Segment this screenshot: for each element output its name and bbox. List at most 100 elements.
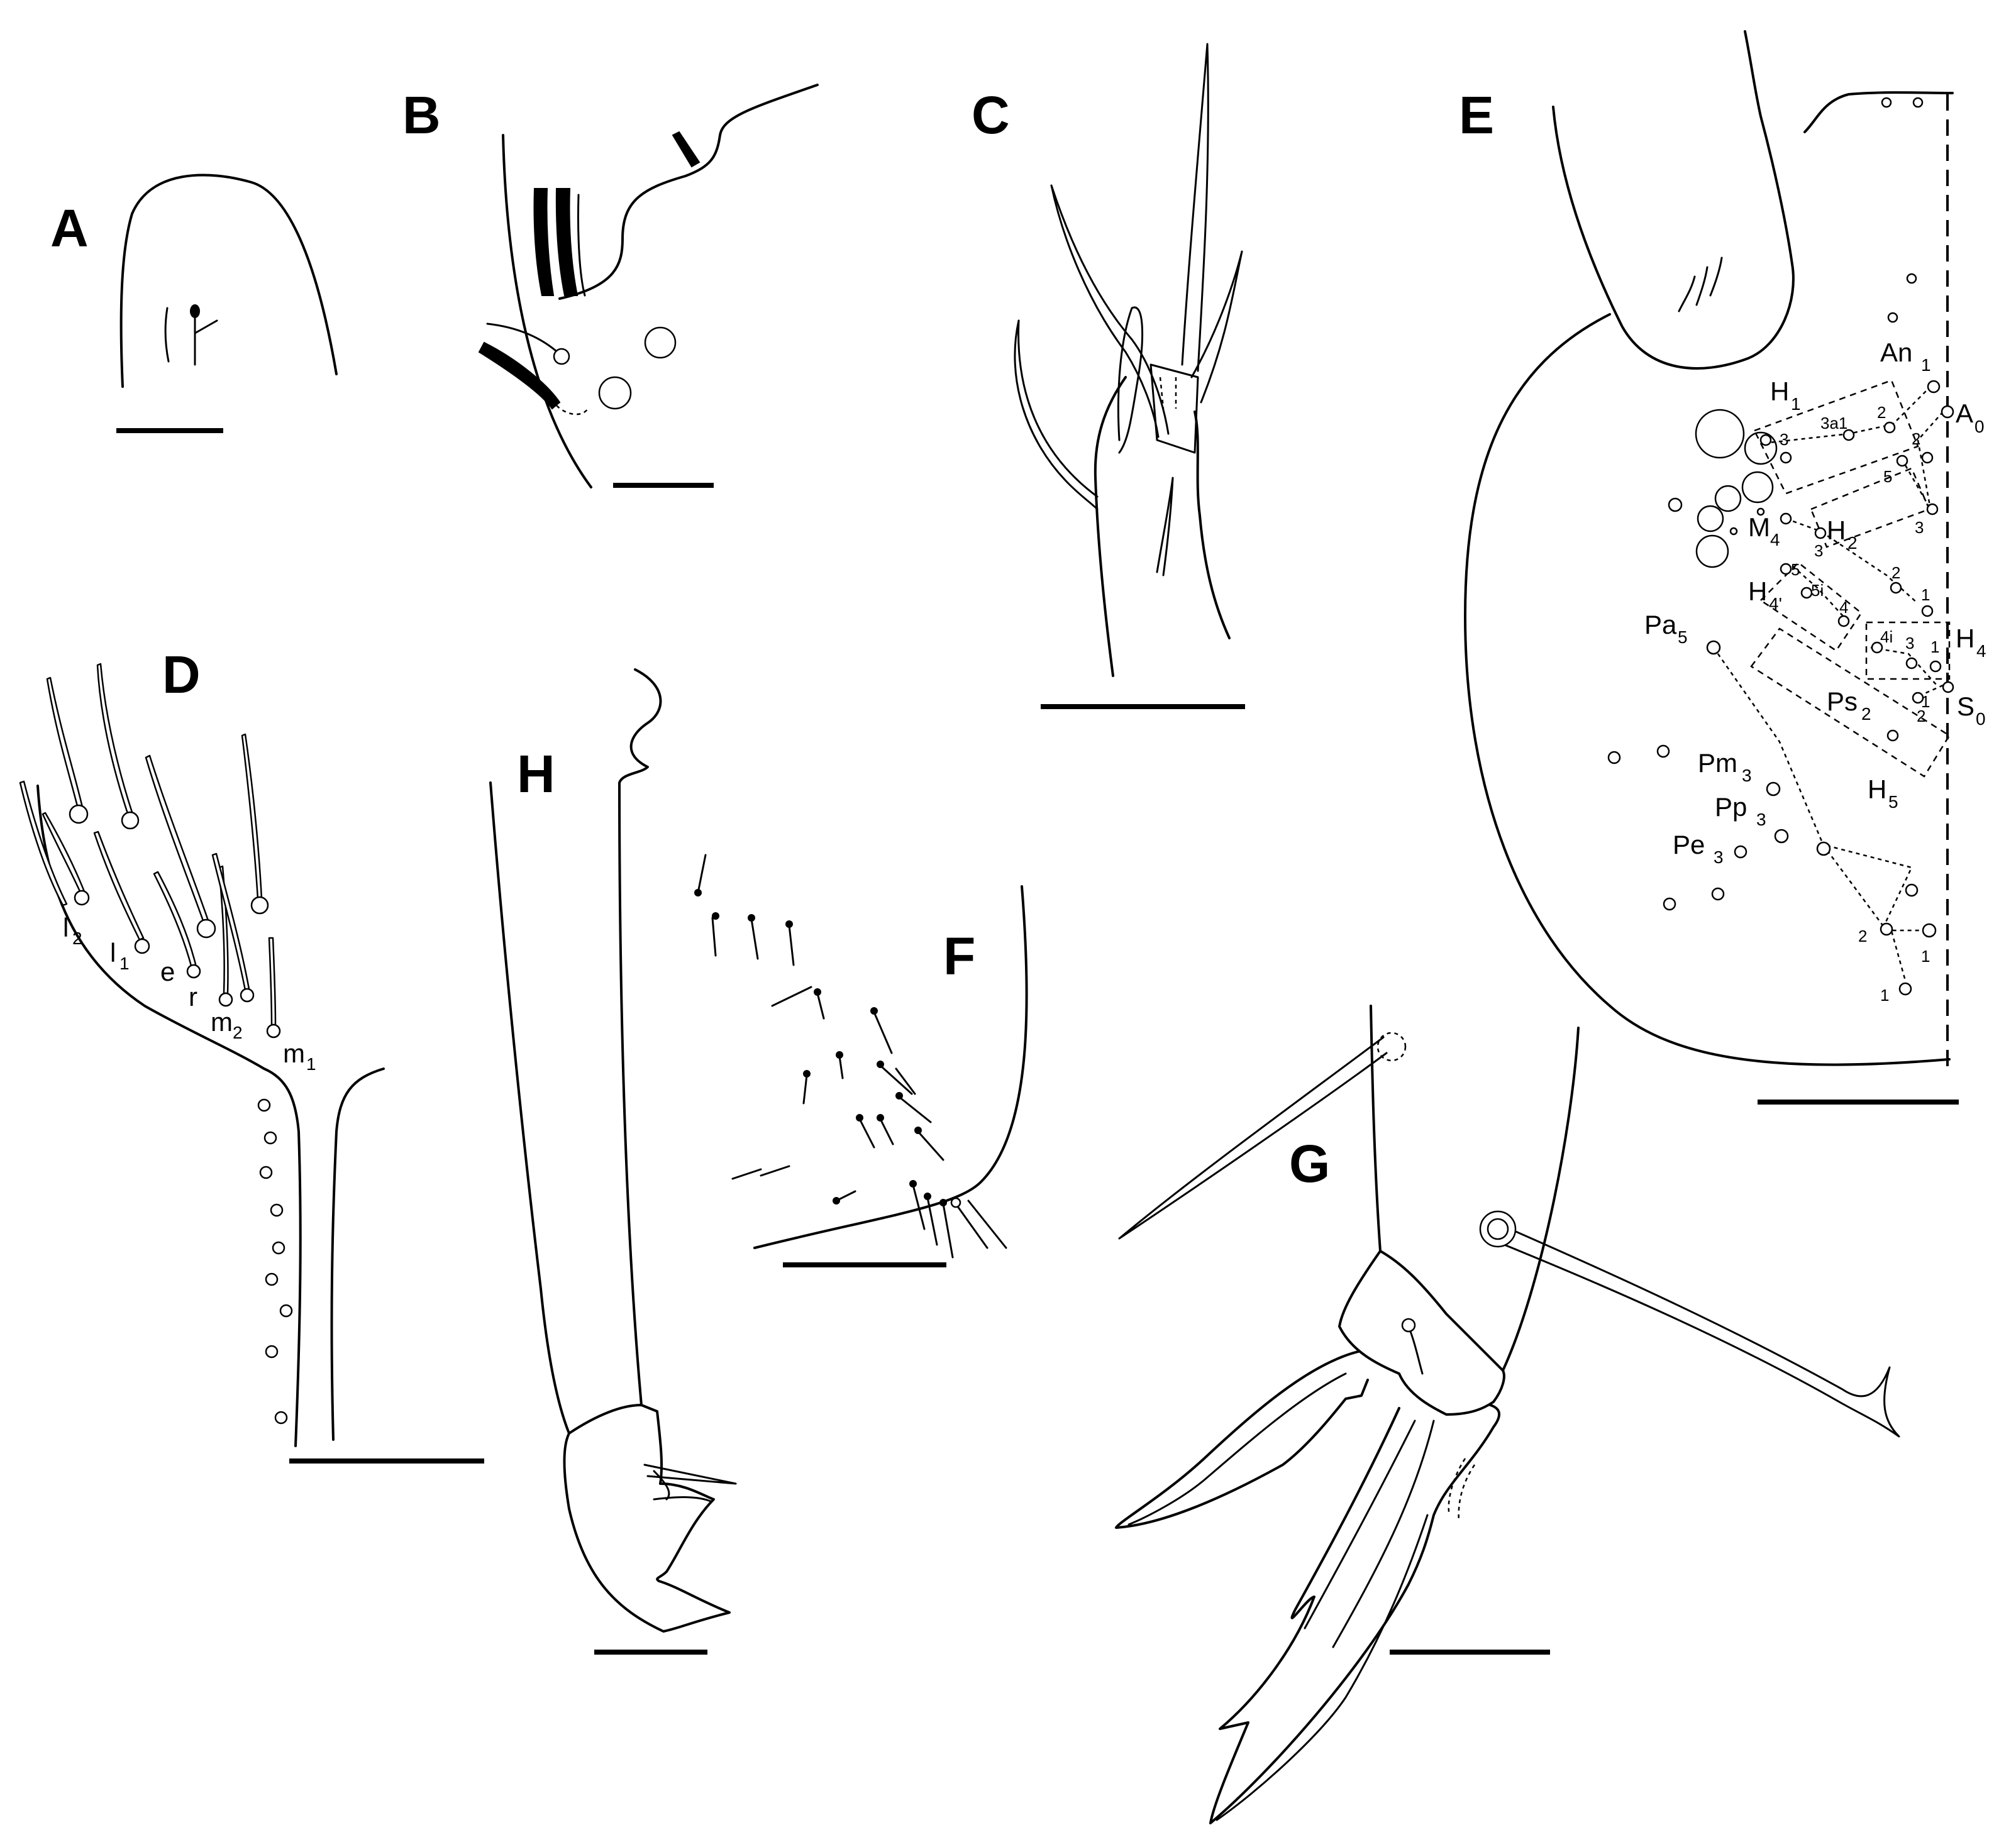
panel-b: B — [402, 84, 819, 488]
panel-letter-g: G — [1289, 1134, 1330, 1193]
panel-c-outline-right — [1194, 411, 1231, 639]
panel-b-socket — [553, 348, 570, 365]
panel-g: G — [1115, 1005, 1900, 1824]
panel-h-outline-right — [618, 668, 662, 1406]
label-e: e — [160, 957, 175, 986]
num-1c: 1 — [1921, 692, 1930, 711]
panel-a-sensillum — [194, 313, 218, 366]
panel-f-chaetae — [697, 854, 1007, 1259]
panel-b-sensillum-2 — [598, 376, 632, 410]
label-pa5: Pa — [1644, 610, 1677, 639]
num-2d: 2 — [1917, 707, 1925, 725]
label-m4: M — [1748, 512, 1770, 542]
panel-g-unguis-inner — [1304, 1420, 1435, 1648]
panel-c-seta-left — [1050, 184, 1170, 435]
panel-b-chaeta-5 — [486, 323, 562, 356]
num-4: 4 — [1839, 598, 1848, 617]
label-h4: H — [1956, 624, 1974, 653]
num-1a: 1 — [1921, 585, 1930, 604]
panel-d-pores — [257, 1098, 293, 1425]
panel-g-pretarsus — [1338, 1250, 1505, 1416]
label-l2: l — [63, 913, 69, 942]
num-5i: 5i — [1811, 581, 1824, 600]
label-r: r — [189, 982, 197, 1012]
label-pp3-sub: 3 — [1756, 810, 1766, 829]
label-pp3: Pp — [1715, 792, 1747, 822]
label-l2-sub: 2 — [72, 929, 82, 948]
num-2e: 2 — [1858, 927, 1867, 946]
panel-b-socket-dashed — [556, 405, 589, 416]
label-h5: H — [1868, 775, 1886, 804]
panel-b-chaeta-4 — [478, 341, 561, 410]
panel-c: C — [972, 43, 1245, 709]
panel-e-large-rings — [1668, 409, 1778, 568]
panel-g-dashed-tooth — [1448, 1458, 1476, 1522]
num-5b: 5 — [1791, 560, 1800, 579]
panel-d-sockets — [69, 804, 281, 1039]
panel-letter-c: C — [972, 85, 1010, 145]
panel-h-outline-left — [489, 781, 570, 1435]
panel-c-apical-organ — [1149, 363, 1199, 454]
panel-a-outline — [119, 174, 338, 388]
panel-g-tenent-hair — [1495, 1225, 1900, 1438]
label-pm3: Pm — [1698, 748, 1737, 778]
panel-d-outline — [36, 785, 385, 1447]
label-a0-sub: 0 — [1974, 417, 1985, 436]
num-2c: 2 — [1891, 563, 1900, 582]
panel-d-setae — [19, 663, 277, 1026]
label-an1: An — [1880, 338, 1912, 367]
panel-a-sensillum-tip — [190, 304, 200, 318]
panel-e-pseudopores — [1881, 97, 1924, 323]
num-2b: 2 — [1912, 429, 1920, 448]
panel-b-sensillum-1 — [644, 326, 677, 359]
label-m4-sub: 4 — [1770, 530, 1780, 549]
panel-f: F — [694, 854, 1028, 1267]
panel-g-spur-seta — [1407, 1325, 1424, 1375]
panel-e: E — [1459, 30, 1986, 1105]
label-pa5-sub: 5 — [1678, 627, 1688, 647]
num-3d: 3 — [1905, 634, 1914, 653]
label-pe3: Pe — [1673, 830, 1705, 859]
panel-g-long-seta — [1118, 1036, 1388, 1240]
panel-letter-b: B — [402, 85, 441, 145]
panel-c-sensillum — [1117, 306, 1144, 454]
panel-g-tibia-outline — [1370, 1005, 1580, 1372]
num-1d: 1 — [1921, 947, 1930, 966]
panel-d: D — [19, 645, 484, 1464]
panel-c-seta-far-left-inner — [1017, 319, 1099, 498]
label-h4p-sub: 4' — [1769, 594, 1782, 614]
label-l1: l — [110, 938, 116, 968]
label-h2: H — [1827, 516, 1846, 545]
panel-h-tarsus — [563, 1404, 731, 1633]
panel-letter-e: E — [1459, 85, 1494, 145]
label-s0-sub: 0 — [1976, 709, 1986, 729]
label-m1-sub: 1 — [306, 1054, 316, 1074]
panel-e-leg-outline — [1552, 30, 1795, 370]
panel-h-spine — [643, 1464, 737, 1485]
label-an1-sub: 1 — [1921, 355, 1931, 375]
label-pm3-sub: 3 — [1742, 766, 1752, 785]
panel-g-unguis — [1209, 1404, 1500, 1824]
num-3a1: 3a1 — [1820, 414, 1847, 433]
num-3a: 3 — [1780, 430, 1788, 449]
num-1b: 1 — [1930, 637, 1939, 656]
panel-c-seta-right — [1190, 250, 1243, 404]
panel-letter-d: D — [162, 645, 201, 704]
panel-e-setae-sockets — [1607, 380, 1954, 996]
panel-a-seta — [164, 307, 170, 363]
panel-c-seta-small — [1156, 477, 1174, 576]
label-h4-sub: 4 — [1976, 641, 1986, 661]
panel-letter-h: H — [517, 744, 555, 803]
panel-c-apical-dashed — [1159, 377, 1177, 409]
label-h4p: H — [1748, 576, 1767, 606]
label-m2-sub: 2 — [233, 1023, 243, 1042]
panel-f-outline — [753, 885, 1028, 1249]
panel-g-empodium — [1115, 1350, 1369, 1529]
panel-e-leg-setae — [1678, 256, 1723, 312]
num-4i: 4i — [1880, 627, 1893, 646]
panel-b-chaeta-1 — [533, 188, 555, 296]
panel-e-chaetotaxy-lines — [1712, 386, 1944, 981]
panel-d-labels: l 2 l 1 e r m 2 m 1 — [63, 913, 316, 1074]
label-s0: S — [1957, 692, 1974, 721]
